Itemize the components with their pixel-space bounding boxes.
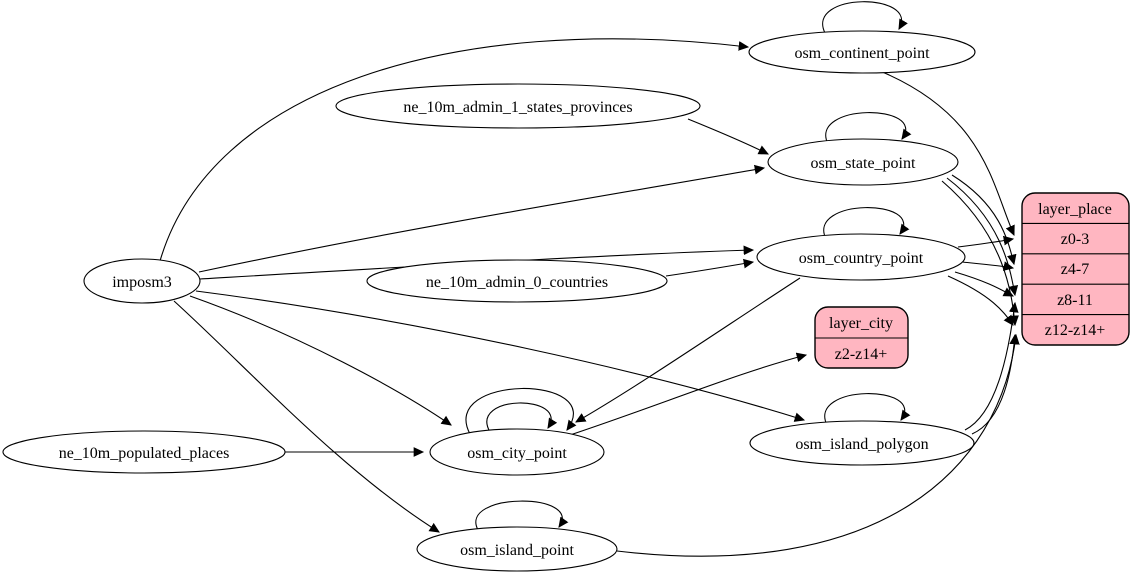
edge-ne_10m_admin_1_states_provinces-osm_state_point xyxy=(687,118,769,155)
node-osm-island-point: osm_island_point xyxy=(416,526,618,572)
edge-osm_city_point-layer_city xyxy=(569,352,808,436)
selfloop-osm_island_point xyxy=(475,500,569,531)
node-osm-continent-point: osm_continent_point xyxy=(748,30,976,74)
node-osm-city-point-shape xyxy=(429,428,605,476)
node-osm-state-point-label: osm_state_point xyxy=(811,155,916,172)
record-layer-place-row-z8-11: z8-11 xyxy=(1057,292,1093,309)
edge-osm_state_point-z4-7 xyxy=(951,174,1017,266)
node-imposm3: imposm3 xyxy=(83,258,201,304)
edges xyxy=(159,1,1020,557)
node-ne-10m-populated-places-shape xyxy=(2,430,286,474)
edge-osm_country_point-z12-z14 xyxy=(947,275,1014,326)
node-osm-island-polygon-label: osm_island_polygon xyxy=(795,436,928,453)
record-layer-city-row-z2-z14: z2-z14+ xyxy=(835,346,888,363)
node-ne-10m-admin-1-states-provinces-label: ne_10m_admin_1_states_provinces xyxy=(403,99,632,116)
node-osm-country-point-shape xyxy=(756,233,966,281)
node-osm-country-point-label: osm_country_point xyxy=(799,250,924,267)
node-osm-state-point-shape xyxy=(767,138,959,186)
node-imposm3-shape xyxy=(83,258,201,304)
record-layer-city-title: layer_city xyxy=(829,315,893,332)
edge-osm_country_point-osm_city_point xyxy=(575,277,801,423)
selfloop-osm_city_point-inner xyxy=(486,402,558,433)
node-imposm3-label: imposm3 xyxy=(112,274,172,291)
edge-imposm3-osm_continent_point xyxy=(159,38,750,262)
edge-imposm3-osm_island_polygon xyxy=(195,290,806,422)
edge-osm_country_point-z4-7 xyxy=(961,261,1015,271)
node-osm-city-point: osm_city_point xyxy=(429,428,605,476)
node-osm-island-polygon: osm_island_polygon xyxy=(749,420,975,466)
record-layer-place-row-z12-z14: z12-z14+ xyxy=(1045,322,1106,339)
node-osm-country-point: osm_country_point xyxy=(756,233,966,281)
node-osm-island-point-label: osm_island_point xyxy=(460,542,574,559)
edge-osm_island_polygon-z12-z14 xyxy=(971,333,1019,435)
selfloop-osm_continent_point xyxy=(822,1,908,34)
edge-imposm3-osm_state_point xyxy=(198,164,766,273)
node-osm-state-point: osm_state_point xyxy=(767,138,959,186)
edge-osm_island_point-z12-z14 xyxy=(616,333,1020,557)
edge-ne_10m_admin_0_countries-osm_country_point xyxy=(665,258,755,277)
record-layer-place-title: layer_place xyxy=(1038,201,1112,218)
node-ne-10m-admin-1-states-provinces: ne_10m_admin_1_states_provinces xyxy=(335,83,701,129)
record-layer-place-row-z4-7: z4-7 xyxy=(1061,261,1089,278)
node-ne-10m-admin-0-countries: ne_10m_admin_0_countries xyxy=(366,259,668,303)
edge-osm_state_point-z8-11 xyxy=(946,177,1019,297)
edge-imposm3-osm_city_point xyxy=(189,295,452,426)
node-ne-10m-populated-places-label: ne_10m_populated_places xyxy=(59,445,230,462)
node-osm-continent-point-shape xyxy=(748,30,976,74)
node-ne-10m-admin-0-countries-label: ne_10m_admin_0_countries xyxy=(426,274,608,291)
record-layer-city: layer_city z2-z14+ xyxy=(814,306,909,369)
node-osm-island-point-shape xyxy=(416,526,618,572)
selfloop-osm_state_point xyxy=(825,112,912,145)
edge-osm_country_point-z0-3 xyxy=(957,235,1015,248)
selfloop-osm_city_point-outer xyxy=(465,387,577,435)
selfloop-osm_island_polygon xyxy=(824,393,911,426)
node-osm-city-point-label: osm_city_point xyxy=(467,445,567,462)
node-ne-10m-admin-1-states-provinces-shape xyxy=(335,83,701,129)
record-layer-place-box xyxy=(1021,192,1130,346)
node-osm-island-polygon-shape xyxy=(749,420,975,466)
edge-imposm3-osm_island_point xyxy=(173,300,440,533)
edge-osm_island_polygon-z8-11 xyxy=(964,301,1019,431)
node-osm-continent-point-label: osm_continent_point xyxy=(794,45,930,62)
record-layer-place-row-z0-3: z0-3 xyxy=(1061,231,1089,248)
edge-osm_continent_point-z0-3 xyxy=(879,70,1015,237)
record-layer-place: layer_place z0-3 z4-7 z8-11 z12-z14+ xyxy=(1021,192,1130,346)
selfloop-osm_country_point xyxy=(823,207,910,240)
node-ne-10m-admin-0-countries-shape xyxy=(366,259,668,303)
node-ne-10m-populated-places: ne_10m_populated_places xyxy=(2,430,286,474)
